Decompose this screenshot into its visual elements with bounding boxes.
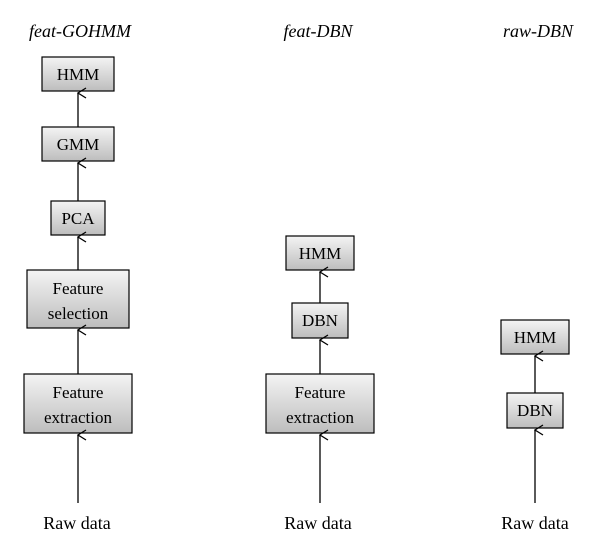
box-gmm: GMM	[41, 126, 115, 162]
box-dbn: DBN	[506, 392, 564, 429]
box-label: HMM	[514, 328, 557, 347]
column-title: feat-GOHMM	[29, 21, 132, 41]
box-feature-extraction: Feature extraction	[23, 373, 133, 434]
column-feat-dbn: feat-DBN HMM DBN Feature extraction Raw …	[265, 21, 375, 533]
box-label: PCA	[61, 209, 95, 228]
box-feature-extraction: Feature extraction	[265, 373, 375, 434]
column-raw-dbn: raw-DBN HMM DBN Raw data	[500, 21, 574, 533]
column-title: raw-DBN	[503, 21, 574, 41]
box-hmm: HMM	[41, 56, 115, 92]
column-title: feat-DBN	[284, 21, 354, 41]
box-label-line-1: Feature	[295, 383, 346, 402]
input-label: Raw data	[43, 513, 110, 533]
box-label: DBN	[302, 311, 338, 330]
box-label: DBN	[517, 401, 553, 420]
box-hmm: HMM	[500, 319, 570, 355]
box-label: HMM	[57, 65, 100, 84]
box-label-line-2: extraction	[44, 408, 112, 427]
box-label-line-2: extraction	[286, 408, 354, 427]
box-feature-selection: Feature selection	[26, 269, 130, 329]
box-label-line-1: Feature	[53, 279, 104, 298]
box-label-line-2: selection	[48, 304, 109, 323]
input-label: Raw data	[501, 513, 568, 533]
box-hmm: HMM	[285, 235, 355, 271]
box-label: GMM	[57, 135, 100, 154]
box-label-line-1: Feature	[53, 383, 104, 402]
box-pca: PCA	[50, 200, 106, 236]
box-label: HMM	[299, 244, 342, 263]
input-label: Raw data	[284, 513, 351, 533]
box-dbn: DBN	[291, 302, 349, 339]
column-feat-gohmm: feat-GOHMM HMM GMM PCA Feature selection…	[23, 21, 133, 533]
